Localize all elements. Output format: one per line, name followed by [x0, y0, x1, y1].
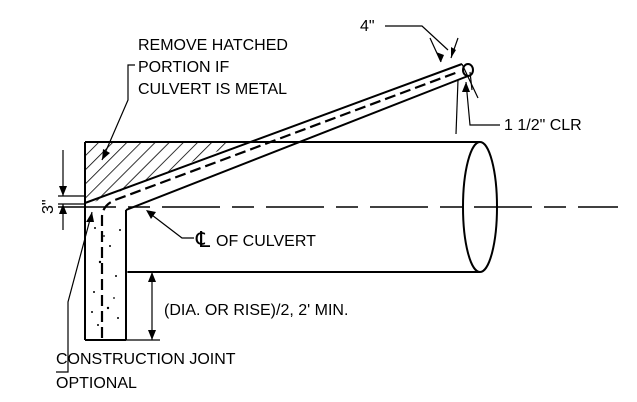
remove-hatched-leader [101, 64, 135, 161]
remove-hatched-label-line1: REMOVE HATCHED [138, 37, 288, 54]
centerline-symbol: ℄ [195, 227, 211, 252]
centerline-label: OF CULVERT [216, 233, 316, 250]
dim-4in [385, 25, 479, 99]
clear-cover-leader [455, 79, 500, 135]
construction-joint-label-line2: OPTIONAL [56, 375, 137, 392]
construction-joint-leader [56, 211, 94, 373]
construction-joint-label-line1: CONSTRUCTION JOINT [56, 351, 236, 368]
clear-cover-label: 1 1/2" CLR [504, 117, 582, 134]
remove-hatched-label-line3: CULVERT IS METAL [138, 81, 287, 98]
remove-hatched-label-line2: PORTION IF [138, 59, 229, 76]
headwall-outline [84, 63, 474, 341]
dim-depth [126, 271, 160, 341]
centerline-leader [146, 210, 194, 239]
depth-note-label: (DIA. OR RISE)/2, 2' MIN. [164, 302, 348, 319]
reinforcing-bar [100, 70, 459, 338]
dim-3in [58, 150, 85, 230]
dim-4in-label: 4" [360, 18, 375, 35]
concrete-stipple [91, 227, 121, 326]
dim-3in-label: 3" [40, 199, 57, 214]
